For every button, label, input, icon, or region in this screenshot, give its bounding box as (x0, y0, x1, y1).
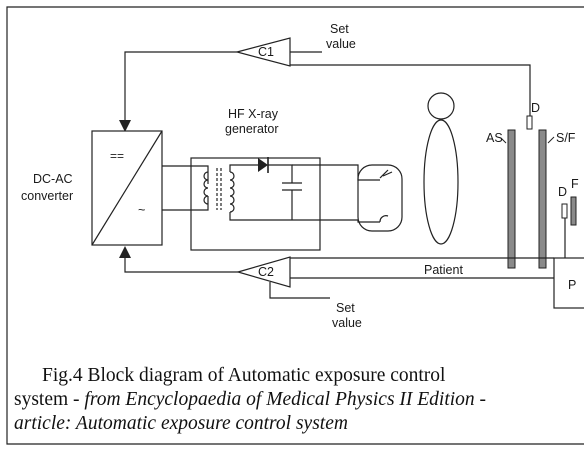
detector-label-bottom: D (558, 185, 567, 199)
generator-label-line2: generator (225, 122, 279, 136)
setvalue-bottom-line2: value (332, 316, 362, 330)
wire-c2-to-converter (124, 256, 238, 273)
feedback-loop-top (124, 37, 531, 122)
wire-detector-to-c1 (290, 64, 531, 116)
generator-label-line1: HF X-ray (228, 107, 279, 121)
dc-symbol: == (110, 149, 124, 163)
anti-scatter-grid (507, 129, 516, 269)
xray-tube (357, 164, 403, 232)
patient-figure (423, 92, 459, 245)
sf-label: S/F (556, 131, 576, 145)
setvalue-top-line2: value (326, 37, 356, 51)
caption-line3-italic: article: Automatic exposure control syst… (14, 413, 348, 434)
setvalue-top-line1: Set (330, 22, 349, 36)
arrow-into-converter-bottom (119, 246, 131, 258)
wire-c1-to-converter (124, 51, 237, 122)
wire-setvalue-c2 (269, 282, 330, 299)
converter-generator-wires (162, 165, 209, 211)
sf-pointer (547, 136, 555, 144)
detector-bottom (561, 203, 568, 219)
film-label: F (571, 177, 579, 191)
film-bottom (570, 196, 577, 226)
processor-box (553, 257, 584, 309)
comparator-c2 (235, 256, 291, 288)
patient-body (423, 119, 459, 245)
frame-border (6, 6, 584, 445)
caption-line2-plain: system - (14, 389, 85, 410)
caption-line2-italic: from Encyclopaedia of Medical Physics II… (84, 389, 487, 410)
screen-film (538, 129, 547, 269)
arrow-into-converter-top (119, 120, 131, 132)
converter-label-line1: DC-AC (33, 172, 73, 186)
patient-head (427, 92, 455, 120)
tube-envelope (357, 164, 403, 232)
c1-label: C1 (258, 45, 274, 59)
generator-box (190, 157, 321, 251)
c2-label: C2 (258, 265, 274, 279)
dc-ac-converter (91, 130, 163, 246)
transformer (203, 164, 302, 221)
processor-label: P (568, 278, 576, 292)
as-pointer (500, 137, 507, 144)
caption-line1: Fig.4 Block diagram of Automatic exposur… (42, 365, 446, 386)
converter-label-line2: converter (21, 189, 73, 203)
tube-wires (292, 164, 380, 223)
patient-label: Patient (424, 263, 463, 277)
figure-caption: Fig.4 Block diagram of Automatic exposur… (14, 364, 570, 436)
feedback-loop-bottom (124, 218, 566, 299)
setvalue-bottom-line1: Set (336, 301, 355, 315)
diode-triangle (258, 158, 268, 172)
detector-label-top: D (531, 101, 540, 115)
converter-diagonal (91, 130, 163, 246)
detector-top (526, 115, 533, 130)
comparator-c1 (234, 37, 291, 67)
as-label: AS (486, 131, 503, 145)
ac-symbol: ~ (138, 203, 145, 217)
